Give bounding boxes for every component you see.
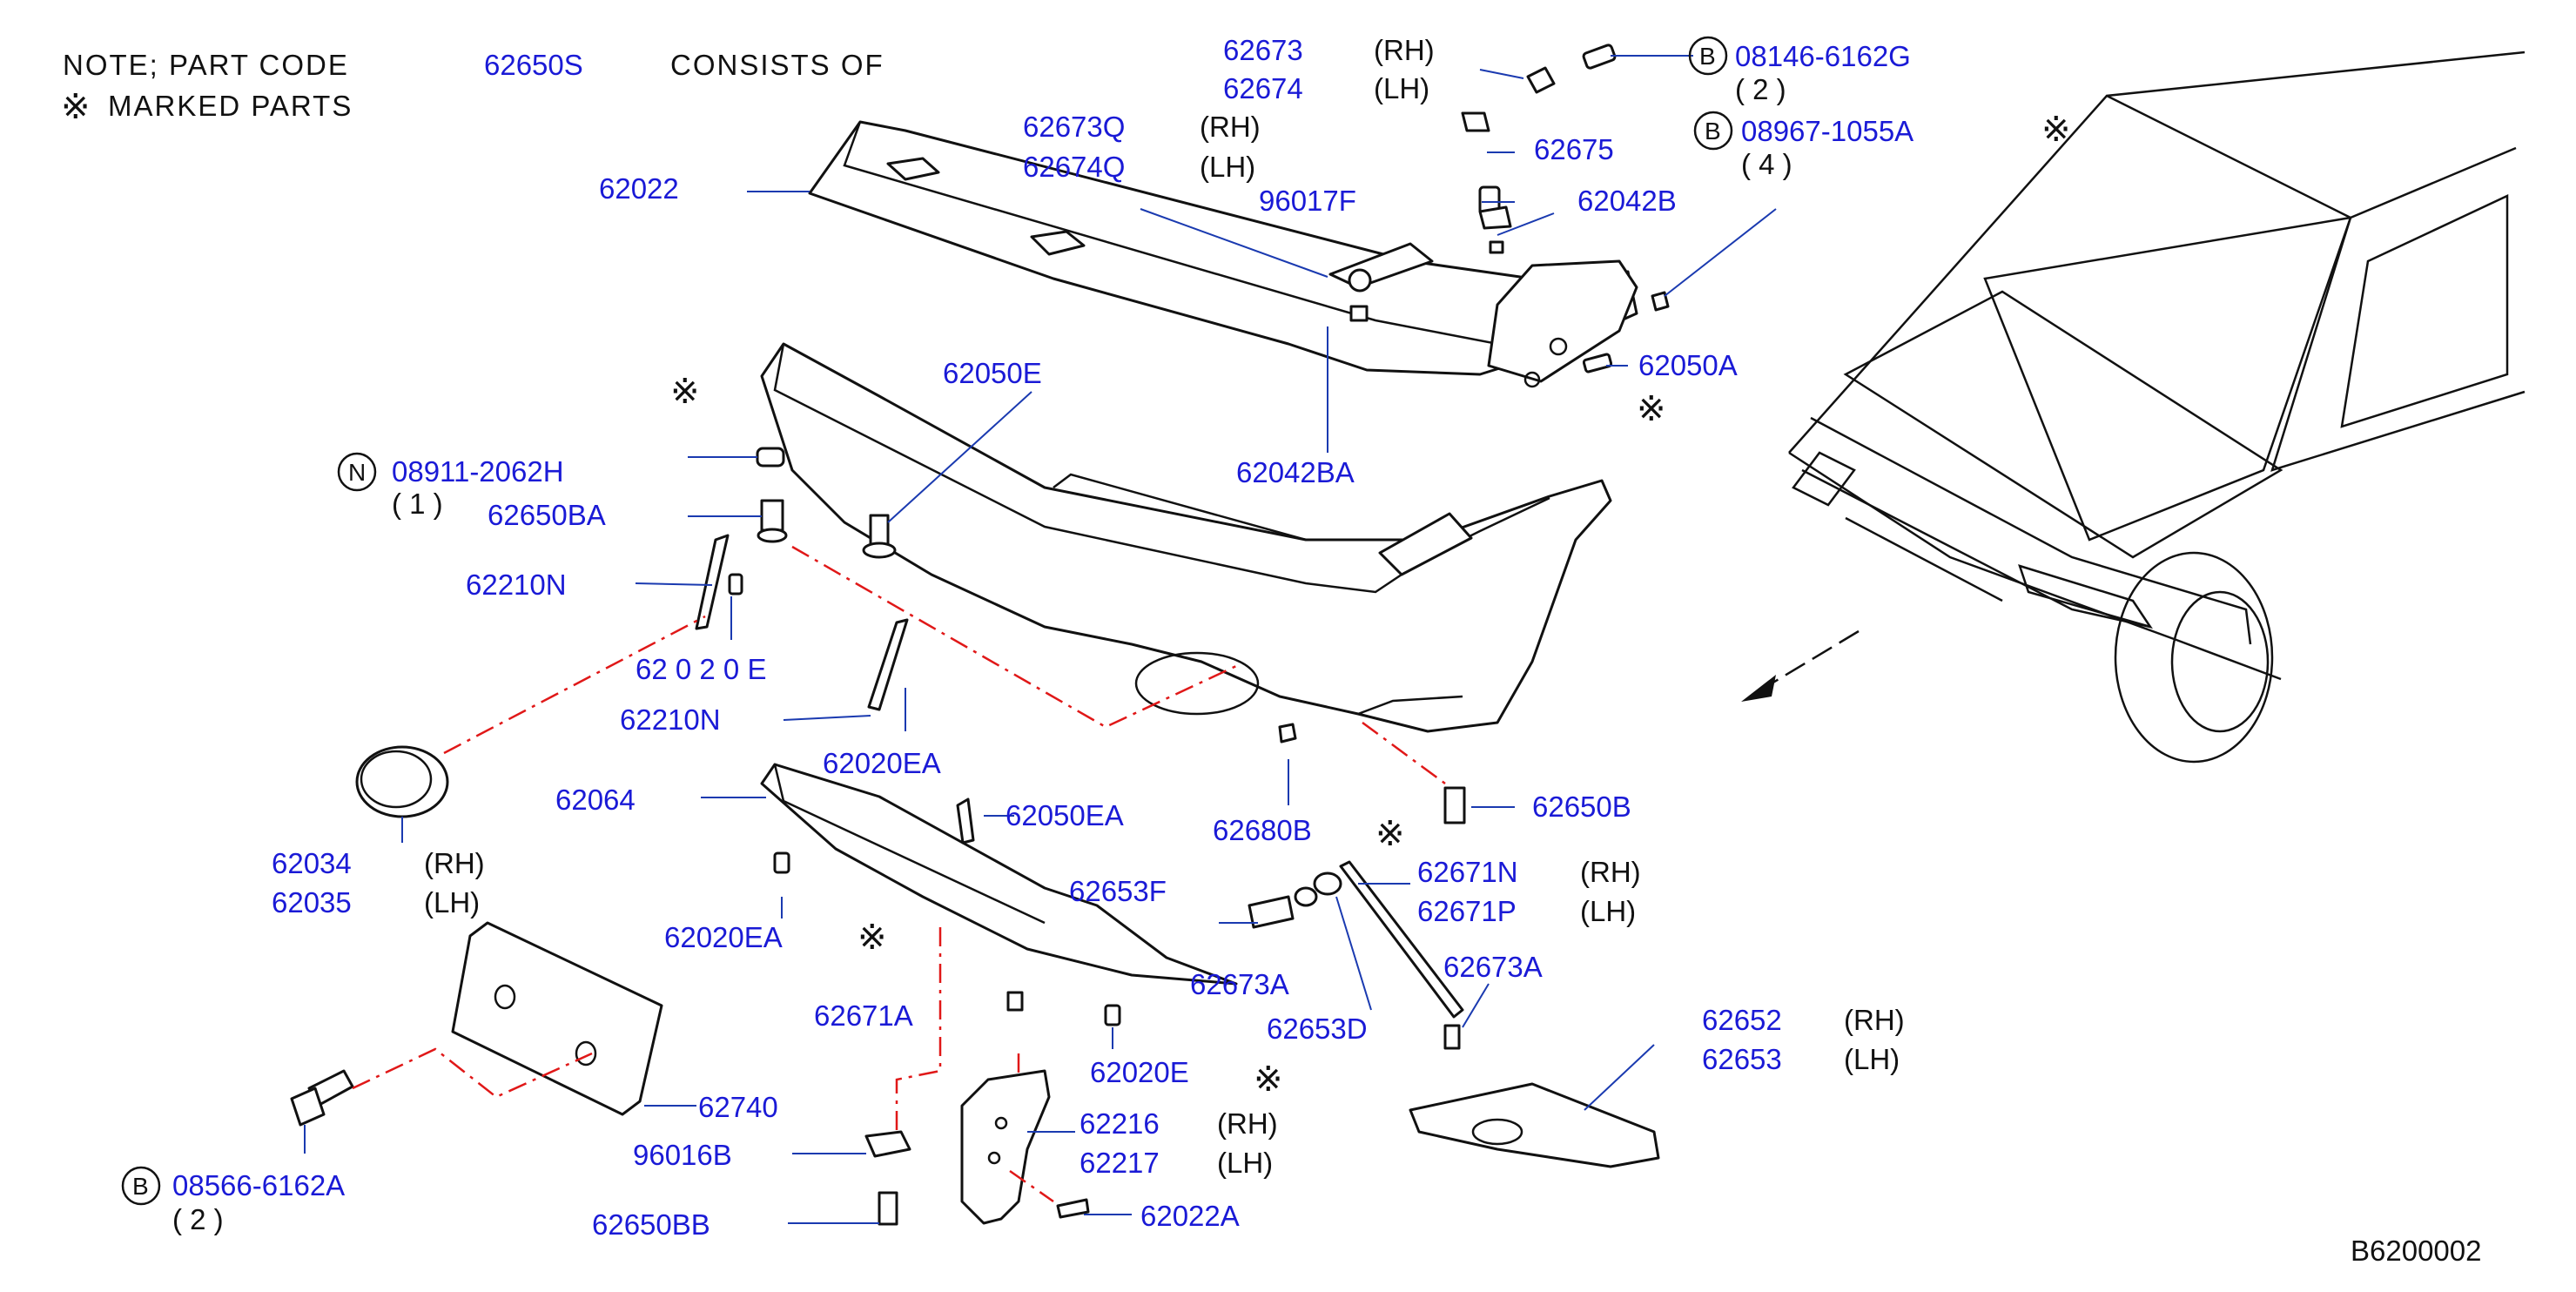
leader-lines	[304, 55, 1777, 1224]
side-label: (LH)	[1217, 1147, 1273, 1179]
note-block: NOTE; PART CODE 62650S CONSISTS OF ※ MAR…	[61, 49, 884, 127]
note-part-code: 62650S	[484, 49, 583, 81]
part-label-62216: 62216	[1079, 1107, 1160, 1140]
diagram-code: B6200002	[2351, 1235, 2481, 1267]
part-label-62020E: 62020E	[1090, 1056, 1189, 1088]
part-label-62050EA: 62050EA	[1006, 799, 1124, 831]
hardware-left	[695, 447, 909, 711]
part-label-62210N: 62210N	[620, 703, 721, 736]
part-label-62671A: 62671A	[814, 999, 913, 1032]
part-label-62674Q: 62674Q	[1023, 151, 1125, 183]
part-label-62035: 62035	[272, 886, 352, 919]
dashed-guides	[352, 545, 1446, 1203]
mark-symbol: ※	[1254, 1060, 1283, 1100]
hardware-upper	[1328, 44, 1670, 373]
part-label-96016B: 96016B	[633, 1139, 732, 1171]
part-label-62680B: 62680B	[1213, 814, 1312, 846]
arrow-head-icon	[1741, 675, 1776, 702]
side-bracket-62652	[1409, 1082, 1660, 1168]
mark-symbol: ※	[858, 918, 887, 958]
side-label: (RH)	[424, 847, 485, 879]
circle-prefix-b: B	[1699, 43, 1716, 70]
side-label: (LH)	[424, 886, 480, 919]
lower-valance-62064	[760, 763, 1238, 986]
side-label: (RH)	[1217, 1107, 1278, 1140]
side-label: (LH)	[1844, 1043, 1900, 1075]
part-label-62650BA: 62650BA	[488, 499, 606, 531]
part-label-96017F: 96017F	[1259, 185, 1356, 217]
part-label-62217: 62217	[1079, 1147, 1160, 1179]
part-label-62050A: 62050A	[1638, 349, 1738, 381]
part-label-62020EA: 62020EA	[664, 921, 783, 953]
part-label-62673A: 62673A	[1190, 968, 1289, 1000]
part-label-62740: 62740	[698, 1091, 778, 1123]
side-label: (LH)	[1580, 895, 1636, 927]
part-label-62650B: 62650B	[1532, 791, 1631, 823]
bolt-08566	[290, 1069, 354, 1127]
part-label-62020E-partial: 62 0 2 0 E	[636, 653, 766, 685]
part-label-08967-1055A: 08967-1055A	[1741, 115, 1914, 147]
note-marked-parts: MARKED PARTS	[108, 90, 353, 122]
circle-prefix-b: B	[1705, 118, 1721, 145]
fog-lamp-62034	[355, 745, 449, 818]
part-label-62210N: 62210N	[466, 569, 567, 601]
note-mark-symbol: ※	[61, 87, 91, 127]
part-label-62671P: 62671P	[1417, 895, 1517, 927]
part-label-62653D: 62653D	[1267, 1013, 1368, 1045]
circle-prefix-b: B	[132, 1173, 149, 1200]
mark-symbol: ※	[1637, 389, 1666, 429]
side-label: (LH)	[1200, 151, 1255, 183]
circle-prefixes: B B N B	[121, 36, 1733, 1206]
part-label-62675: 62675	[1534, 133, 1614, 165]
part-label-62022A: 62022A	[1140, 1200, 1240, 1232]
upper-member-62022	[808, 120, 1638, 388]
quantity-label: ( 2 )	[172, 1203, 224, 1235]
side-label: (LH)	[1374, 72, 1429, 104]
part-label-62650BB: 62650BB	[592, 1208, 710, 1241]
part-label-62050E: 62050E	[943, 357, 1042, 389]
quantity-label: ( 4 )	[1741, 148, 1792, 180]
part-label-62673A: 62673A	[1443, 951, 1543, 983]
license-bracket-62740	[451, 921, 663, 1116]
mark-symbol: ※	[1375, 814, 1405, 854]
part-label-62653F: 62653F	[1069, 875, 1167, 907]
mark-symbol: ※	[2041, 110, 2071, 150]
mark-symbol: ※	[670, 372, 700, 412]
quantity-label: ( 1 )	[392, 488, 443, 520]
part-label-62042B: 62042B	[1577, 185, 1677, 217]
part-label-62653: 62653	[1702, 1043, 1782, 1075]
part-label-08146-6162G: 08146-6162G	[1735, 40, 1911, 72]
part-label-62673Q: 62673Q	[1023, 111, 1125, 143]
note-suffix: CONSISTS OF	[670, 49, 884, 81]
side-label: (RH)	[1580, 856, 1641, 888]
part-label-62671N: 62671N	[1417, 856, 1518, 888]
part-label-62064: 62064	[555, 784, 636, 816]
side-label: (RH)	[1844, 1004, 1905, 1036]
vehicle-outline	[1788, 50, 2526, 764]
part-labels: 62673 (RH) 62674 (LH) 08146-6162G ( 2 ) …	[172, 34, 1914, 1241]
part-label-62022: 62022	[599, 172, 679, 205]
part-label-62674: 62674	[1223, 72, 1303, 104]
marked-symbols: ※ ※ ※ ※ ※ ※	[670, 110, 2071, 1100]
quantity-label: ( 2 )	[1735, 73, 1786, 105]
note-prefix: NOTE; PART CODE	[63, 49, 349, 81]
part-label-08566-6162A: 08566-6162A	[172, 1169, 345, 1201]
bracket-62216	[864, 991, 1121, 1226]
part-label-62042BA: 62042BA	[1236, 456, 1355, 488]
stay-hardware	[1248, 723, 1466, 1050]
side-label: (RH)	[1374, 34, 1435, 66]
bumper-fascia	[760, 342, 1612, 733]
circle-prefix-n: N	[348, 459, 366, 486]
front-arrow	[1741, 629, 1860, 702]
part-label-08911-2062H: 08911-2062H	[392, 455, 564, 488]
side-label: (RH)	[1200, 111, 1261, 143]
part-label-62673: 62673	[1223, 34, 1303, 66]
part-label-62652: 62652	[1702, 1004, 1782, 1036]
part-label-62020EA: 62020EA	[823, 747, 941, 779]
part-label-62034: 62034	[272, 847, 352, 879]
